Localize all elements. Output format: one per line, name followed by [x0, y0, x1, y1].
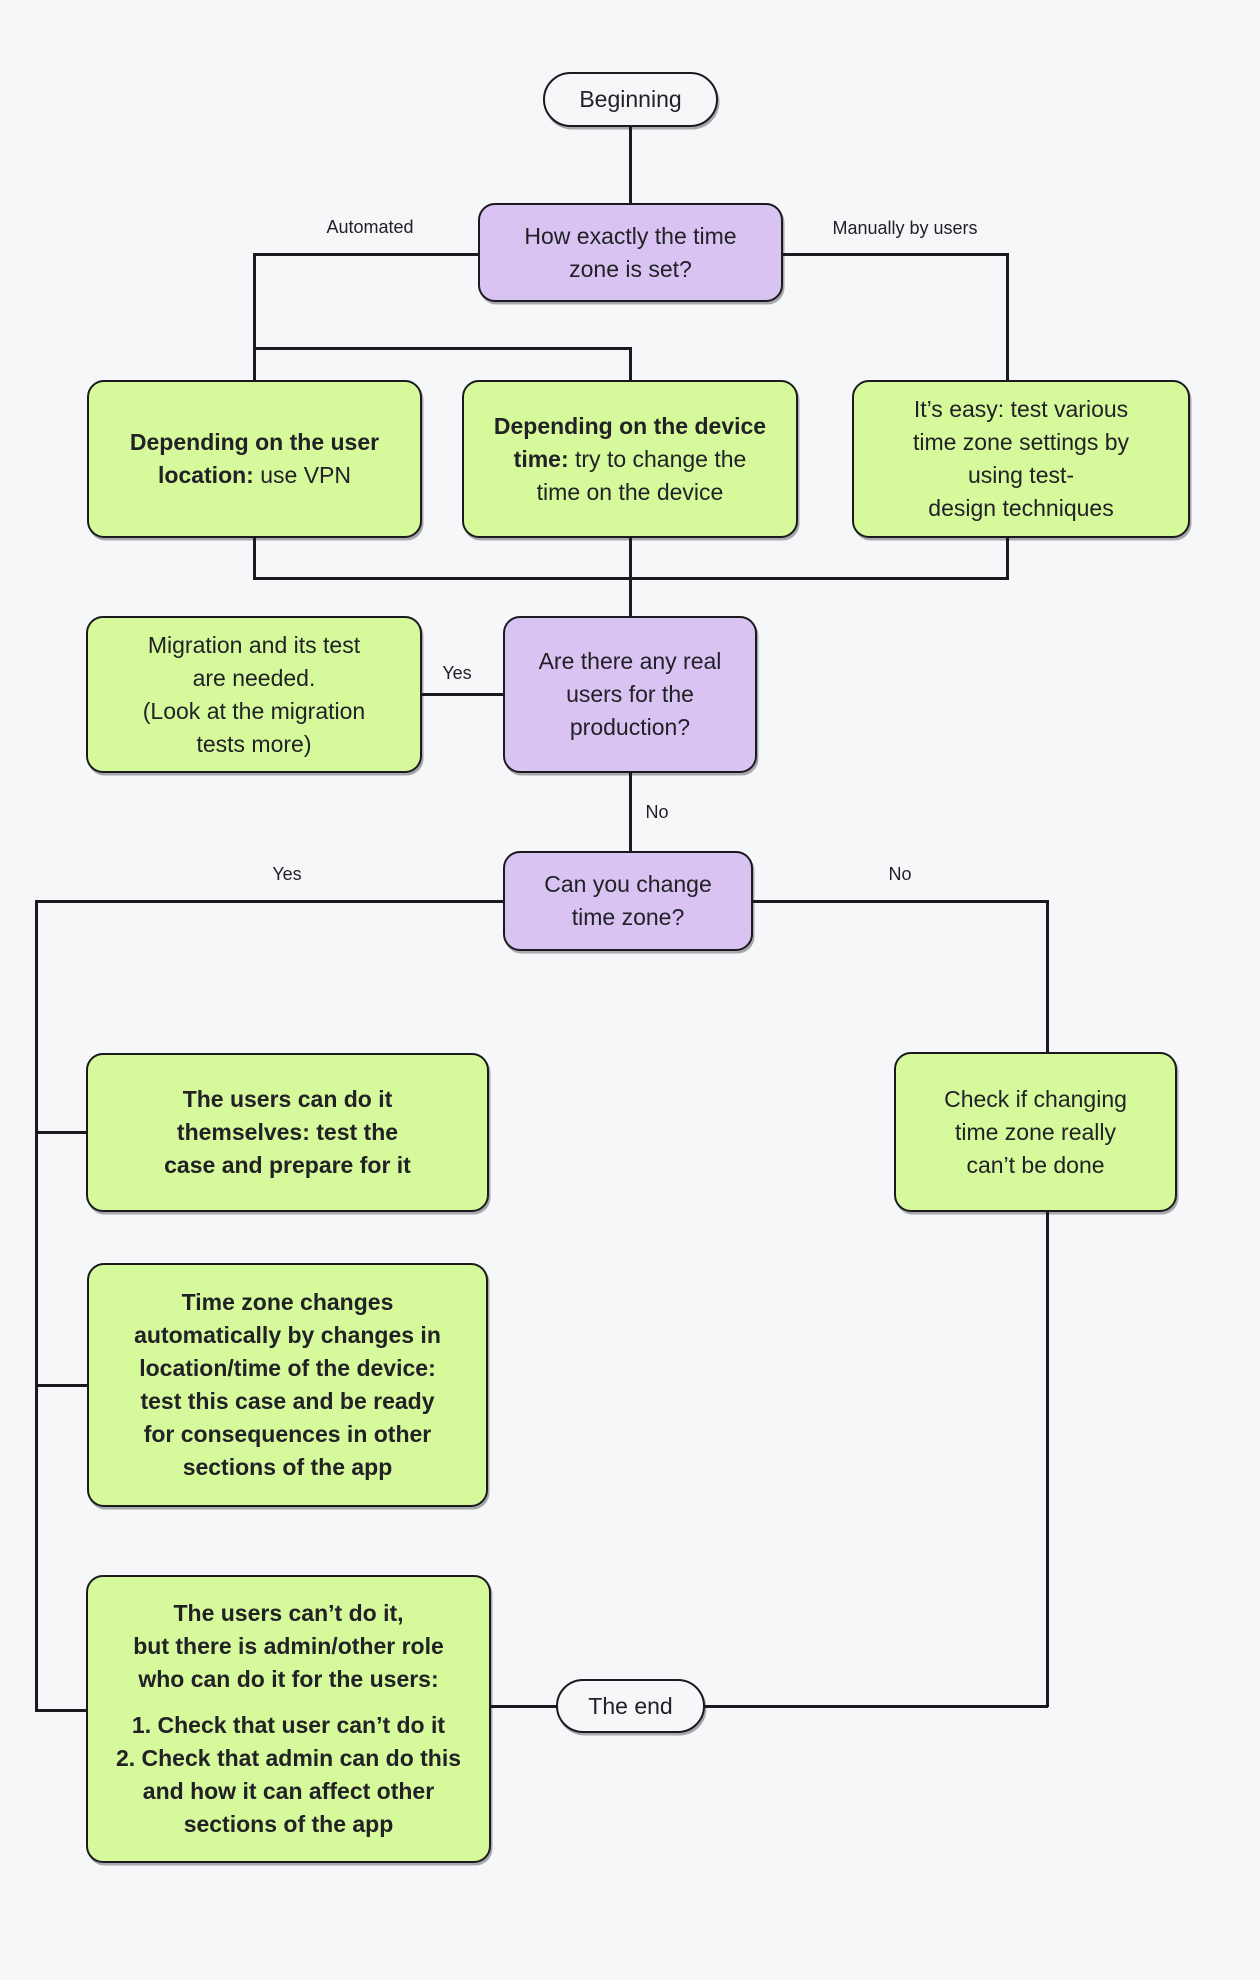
edge-label-no-can-change: No — [888, 864, 912, 884]
end-node-label: The end — [588, 1692, 673, 1719]
connector-line — [1046, 900, 1049, 1053]
action-depending-device-time-text: Depending on the device time: try to cha… — [494, 410, 766, 509]
connector-line — [35, 1709, 87, 1712]
end-node: The end — [556, 1679, 705, 1733]
connector-line — [629, 127, 632, 204]
connector-line — [704, 1705, 1048, 1708]
edge-label-automated: Automated — [326, 217, 414, 237]
action-users-cant-admin-list: 1. Check that user can’t do it 2. Check … — [115, 1712, 462, 1837]
edge-label-yes-can-change: Yes — [272, 864, 302, 884]
action-auto-time-zone-changes-text: Time zone changes automatically by chang… — [134, 1289, 441, 1480]
connector-line — [1006, 537, 1009, 580]
connector-line — [35, 900, 504, 903]
edge-label-no-real-users: No — [645, 802, 669, 822]
action-depending-user-location-text: Depending on the user location: use VPN — [130, 426, 379, 492]
connector-line — [490, 1705, 557, 1708]
decision-real-users-text: Are there any real users for the product… — [538, 648, 722, 740]
connector-line — [1046, 1211, 1049, 1707]
action-check-really-cant-text: Check if changing time zone really can’t… — [944, 1085, 1127, 1178]
connector-line — [629, 772, 632, 852]
decision-real-users: Are there any real users for the product… — [503, 616, 757, 773]
action-users-cant-admin-header: The users can’t do it, but there is admi… — [133, 1600, 444, 1692]
edge-label-yes-migration: Yes — [442, 663, 472, 683]
action-manual-easy-test-text: It’s easy: test various time zone settin… — [912, 396, 1130, 521]
edge-label-manually-by-users: Manually by users — [832, 218, 978, 238]
connector-line — [253, 537, 256, 580]
connector-line — [1006, 253, 1009, 381]
action-migration-tests: Migration and its test are needed. (Look… — [86, 616, 422, 773]
connector-line — [752, 900, 1048, 903]
connector-line — [782, 253, 1008, 256]
connector-line — [35, 1131, 87, 1134]
action-users-can-themselves: The users can do it themselves: test the… — [86, 1053, 489, 1212]
action-users-can-themselves-text: The users can do it themselves: test the… — [164, 1086, 411, 1178]
action-users-cant-admin: The users can’t do it, but there is admi… — [86, 1575, 491, 1863]
start-node-label: Beginning — [579, 86, 682, 112]
action-depending-user-location: Depending on the user location: use VPN — [87, 380, 422, 538]
connector-line — [253, 347, 631, 350]
decision-how-time-zone-set: How exactly the time zone is set? — [478, 203, 783, 302]
connector-line — [253, 253, 256, 381]
decision-can-change-time-zone: Can you change time zone? — [503, 851, 753, 951]
decision-how-time-zone-set-text: How exactly the time zone is set? — [524, 222, 737, 282]
connector-line — [421, 693, 504, 696]
action-check-really-cant: Check if changing time zone really can’t… — [894, 1052, 1177, 1212]
action-depending-device-time-rest: try to change the time on the device — [536, 445, 747, 505]
connector-line — [629, 347, 632, 381]
action-depending-device-time: Depending on the device time: try to cha… — [462, 380, 798, 538]
action-manual-easy-test: It’s easy: test various time zone settin… — [852, 380, 1190, 538]
action-auto-time-zone-changes: Time zone changes automatically by chang… — [87, 1263, 488, 1507]
action-depending-user-location-rest: use VPN — [253, 462, 351, 488]
decision-can-change-time-zone-text: Can you change time zone? — [544, 871, 712, 930]
connector-line — [35, 1384, 87, 1387]
action-migration-tests-text: Migration and its test are needed. (Look… — [142, 631, 366, 757]
action-depending-device-time-bold: Depending on the device time: — [493, 412, 767, 472]
action-depending-user-location-bold: Depending on the user location: — [129, 429, 380, 488]
connector-line — [35, 900, 38, 1711]
connector-line — [629, 537, 632, 617]
connector-line — [253, 253, 479, 256]
start-node: Beginning — [543, 72, 718, 127]
